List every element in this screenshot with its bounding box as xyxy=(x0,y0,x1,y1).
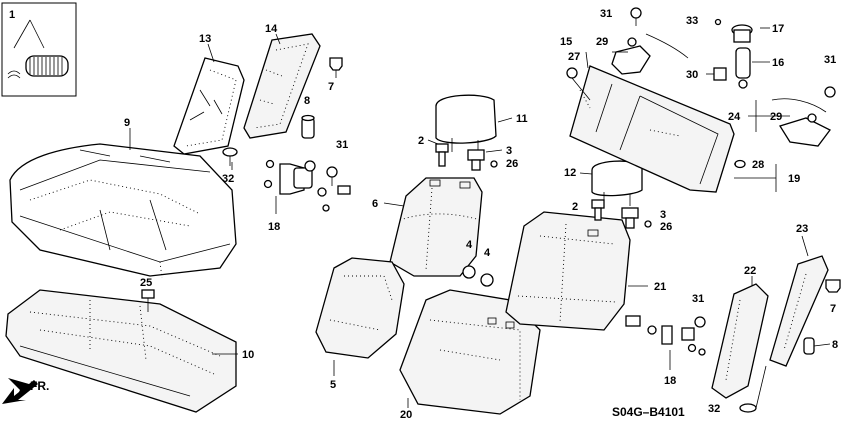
callout-4: 4 xyxy=(466,239,473,251)
part-32-bolt-right xyxy=(739,365,767,413)
callout-20: 20 xyxy=(400,409,412,421)
callout-21: 21 xyxy=(654,281,666,293)
callout-13: 13 xyxy=(199,33,211,45)
part-7-clip-left xyxy=(329,57,343,78)
part-15-lock-bracket xyxy=(611,33,689,75)
callout-26: 26 xyxy=(506,158,518,170)
callout-31: 31 xyxy=(336,139,348,151)
callout-8-right: 8 xyxy=(832,339,838,351)
callout-11: 11 xyxy=(516,113,528,125)
callout-19: 19 xyxy=(788,173,800,185)
callout-4b: 4 xyxy=(484,247,491,259)
part-31-bolt-right-lower xyxy=(694,316,706,328)
part-24-bracket-right xyxy=(771,98,831,147)
callout-7-right: 7 xyxy=(830,303,836,315)
part-18-hinge-left xyxy=(263,159,351,212)
callout-5: 5 xyxy=(330,379,336,391)
callout-12: 12 xyxy=(564,167,576,179)
part-31-bolt-left xyxy=(326,166,338,186)
callout-14: 14 xyxy=(265,23,278,35)
part-32-bolt-left xyxy=(222,147,238,166)
leader-lines xyxy=(129,27,831,408)
part-14-side-panel xyxy=(243,33,321,139)
part-4-spacer-b xyxy=(480,273,494,287)
callout-24: 24 xyxy=(728,111,741,123)
part-1-fastener-inset xyxy=(1,2,77,97)
front-direction-arrow xyxy=(2,378,38,404)
callout-9: 9 xyxy=(124,117,130,129)
callout-18-right: 18 xyxy=(664,375,676,387)
part-31-bolt-right-upper xyxy=(824,86,836,98)
part-30-clip xyxy=(713,67,727,81)
part-6-seat-back-cover xyxy=(389,177,483,277)
part-31-bolt-upper xyxy=(630,7,642,26)
part-4-spacer-a xyxy=(462,265,476,279)
part-25-bolt xyxy=(141,289,155,312)
part-16-lock-cylinder xyxy=(735,47,751,89)
callout-28: 28 xyxy=(752,159,764,171)
part-29-bolt-right xyxy=(807,113,817,123)
callout-labels: 1 13 14 7 8 9 31 32 18 25 10 11 2 3 26 6… xyxy=(9,8,838,421)
part-2-headrest-guide-lower xyxy=(591,199,605,221)
front-direction-label: FR. xyxy=(30,379,49,393)
callout-22: 22 xyxy=(744,265,756,277)
part-19-seat-back-frame xyxy=(569,65,735,193)
part-2-headrest-guide-upper xyxy=(435,143,449,167)
part-8-grommet-left xyxy=(301,114,315,139)
callout-10: 10 xyxy=(242,349,254,361)
callout-25: 25 xyxy=(140,277,152,289)
callout-1: 1 xyxy=(9,9,15,21)
part-8-grommet-right xyxy=(803,337,815,355)
callout-2: 2 xyxy=(418,135,424,147)
part-26-screw-upper xyxy=(490,160,498,168)
part-7-clip-right xyxy=(825,279,841,293)
part-28-grommet xyxy=(734,159,746,169)
callout-32-right: 32 xyxy=(708,403,720,415)
callout-32: 32 xyxy=(222,173,234,185)
part-21-seat-back-right xyxy=(505,211,631,331)
part-26-screw-lower xyxy=(644,220,652,228)
callout-15: 15 xyxy=(560,36,572,48)
callout-8: 8 xyxy=(304,95,310,107)
part-9-seat-cushion-cover xyxy=(9,143,237,279)
callout-30: 30 xyxy=(686,69,698,81)
diagram-code: S04G–B4101 xyxy=(612,405,685,419)
callout-6: 6 xyxy=(372,198,378,210)
part-12-headrest-lower xyxy=(591,160,643,206)
callout-2-lower: 2 xyxy=(572,201,578,213)
part-29-bolt-upper xyxy=(627,37,637,47)
callout-26-lower: 26 xyxy=(660,221,672,233)
part-23-side-panel-right xyxy=(769,255,829,367)
callout-3: 3 xyxy=(506,145,512,157)
part-18-hinge-right xyxy=(625,315,706,356)
callout-31-right: 31 xyxy=(824,54,836,66)
callout-7: 7 xyxy=(328,81,334,93)
callout-3-lower: 3 xyxy=(660,209,666,221)
part-13-side-bolster-cover xyxy=(173,57,245,155)
callout-33: 33 xyxy=(686,15,698,27)
part-3-headrest-guide-lock-lower xyxy=(621,207,639,229)
part-3-headrest-guide-lock-upper xyxy=(467,149,485,171)
part-22-side-bolster-right xyxy=(711,283,769,399)
part-17-knob xyxy=(731,24,753,43)
part-10-seat-cushion-pad xyxy=(5,289,237,413)
part-5-armrest-cover xyxy=(315,257,405,359)
callout-16: 16 xyxy=(772,57,784,69)
callout-29-right: 29 xyxy=(770,111,782,123)
callout-23: 23 xyxy=(796,223,808,235)
callout-29: 29 xyxy=(596,36,608,48)
part-33-screw xyxy=(714,18,722,26)
callout-31-lower: 31 xyxy=(692,293,704,305)
callout-17: 17 xyxy=(772,23,784,35)
callout-31-upper: 31 xyxy=(600,8,612,20)
callout-18: 18 xyxy=(268,221,280,233)
part-27-clip xyxy=(566,67,591,101)
part-20-seat-back-pad xyxy=(399,289,541,415)
callout-27: 27 xyxy=(568,51,580,63)
